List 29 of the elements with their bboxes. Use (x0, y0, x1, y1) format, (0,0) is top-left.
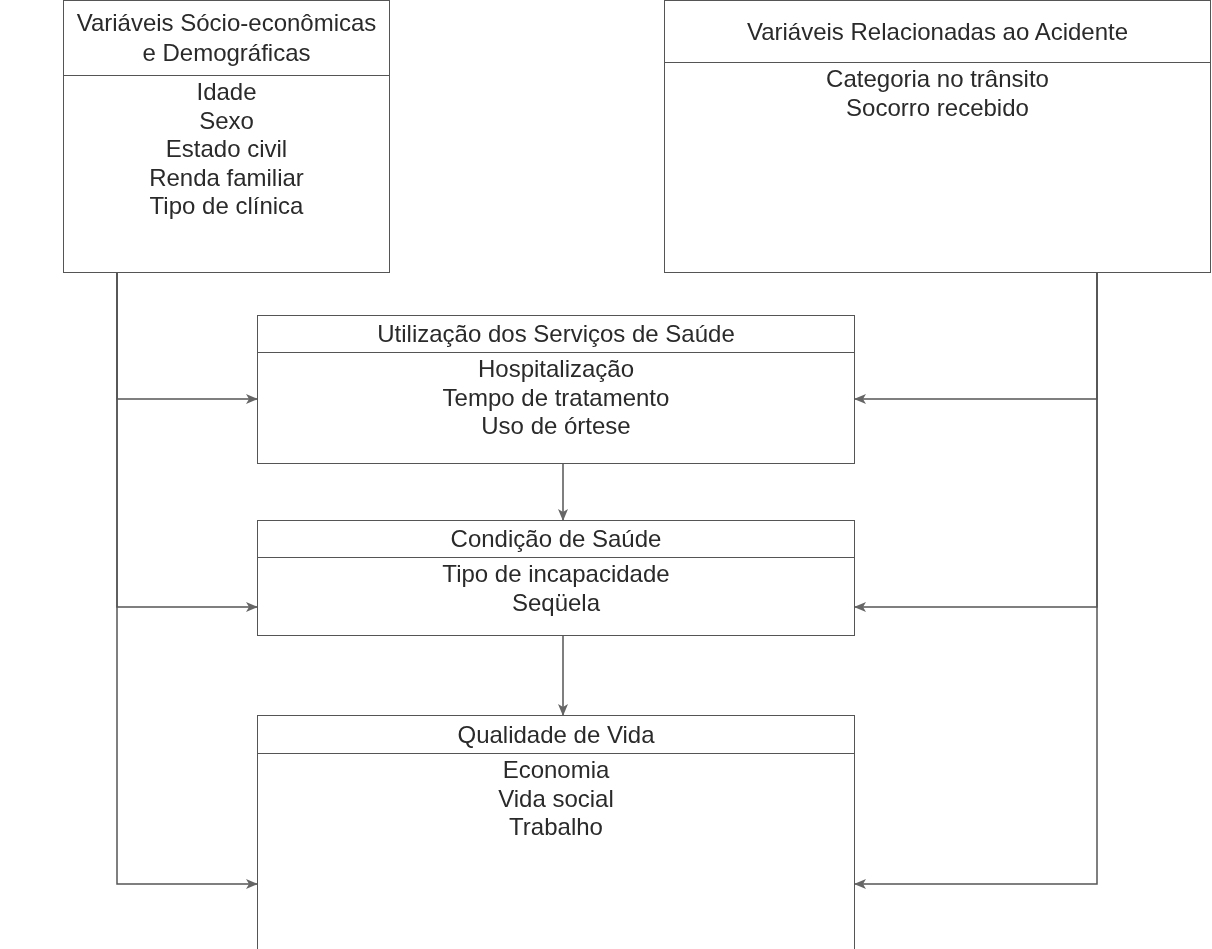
variable-item: Hospitalização (477, 355, 635, 384)
variable-item: Renda familiar (149, 163, 304, 192)
variable-item: Socorro recebido (846, 93, 1029, 122)
variable-box (664, 0, 1211, 273)
arrow (854, 272, 1098, 889)
arrow (116, 272, 258, 889)
variable-item: Categoria no trânsito (826, 65, 1049, 94)
variable-item: Economia (502, 756, 610, 785)
box-heading: Qualidade de Vida (457, 719, 655, 750)
variable-item: Tempo de tratamento (442, 383, 670, 412)
variable-item: Uso de órtese (481, 412, 631, 441)
arrow (558, 635, 568, 716)
variable-item: Tipo de incapacidade (442, 560, 670, 589)
variable-item: Sexo (199, 106, 254, 135)
variable-item: Idade (196, 78, 257, 107)
variable-box (63, 0, 390, 273)
variable-item: Estado civil (165, 135, 288, 164)
variable-item: Trabalho (509, 813, 603, 842)
variable-box (257, 315, 855, 464)
box-heading: Variáveis Sócio-econômicas e Demográficas (75, 8, 378, 68)
variable-item: Seqüela (511, 588, 601, 617)
box-heading: Variáveis Relacionadas ao Acidente (746, 16, 1129, 47)
variable-box (257, 715, 855, 949)
variable-box (257, 520, 855, 636)
variable-item: Vida social (498, 784, 614, 813)
box-heading: Utilização dos Serviços de Saúde (377, 319, 735, 349)
box-heading: Condição de Saúde (450, 524, 662, 554)
arrow (558, 463, 568, 521)
variable-item: Tipo de clínica (149, 192, 304, 221)
